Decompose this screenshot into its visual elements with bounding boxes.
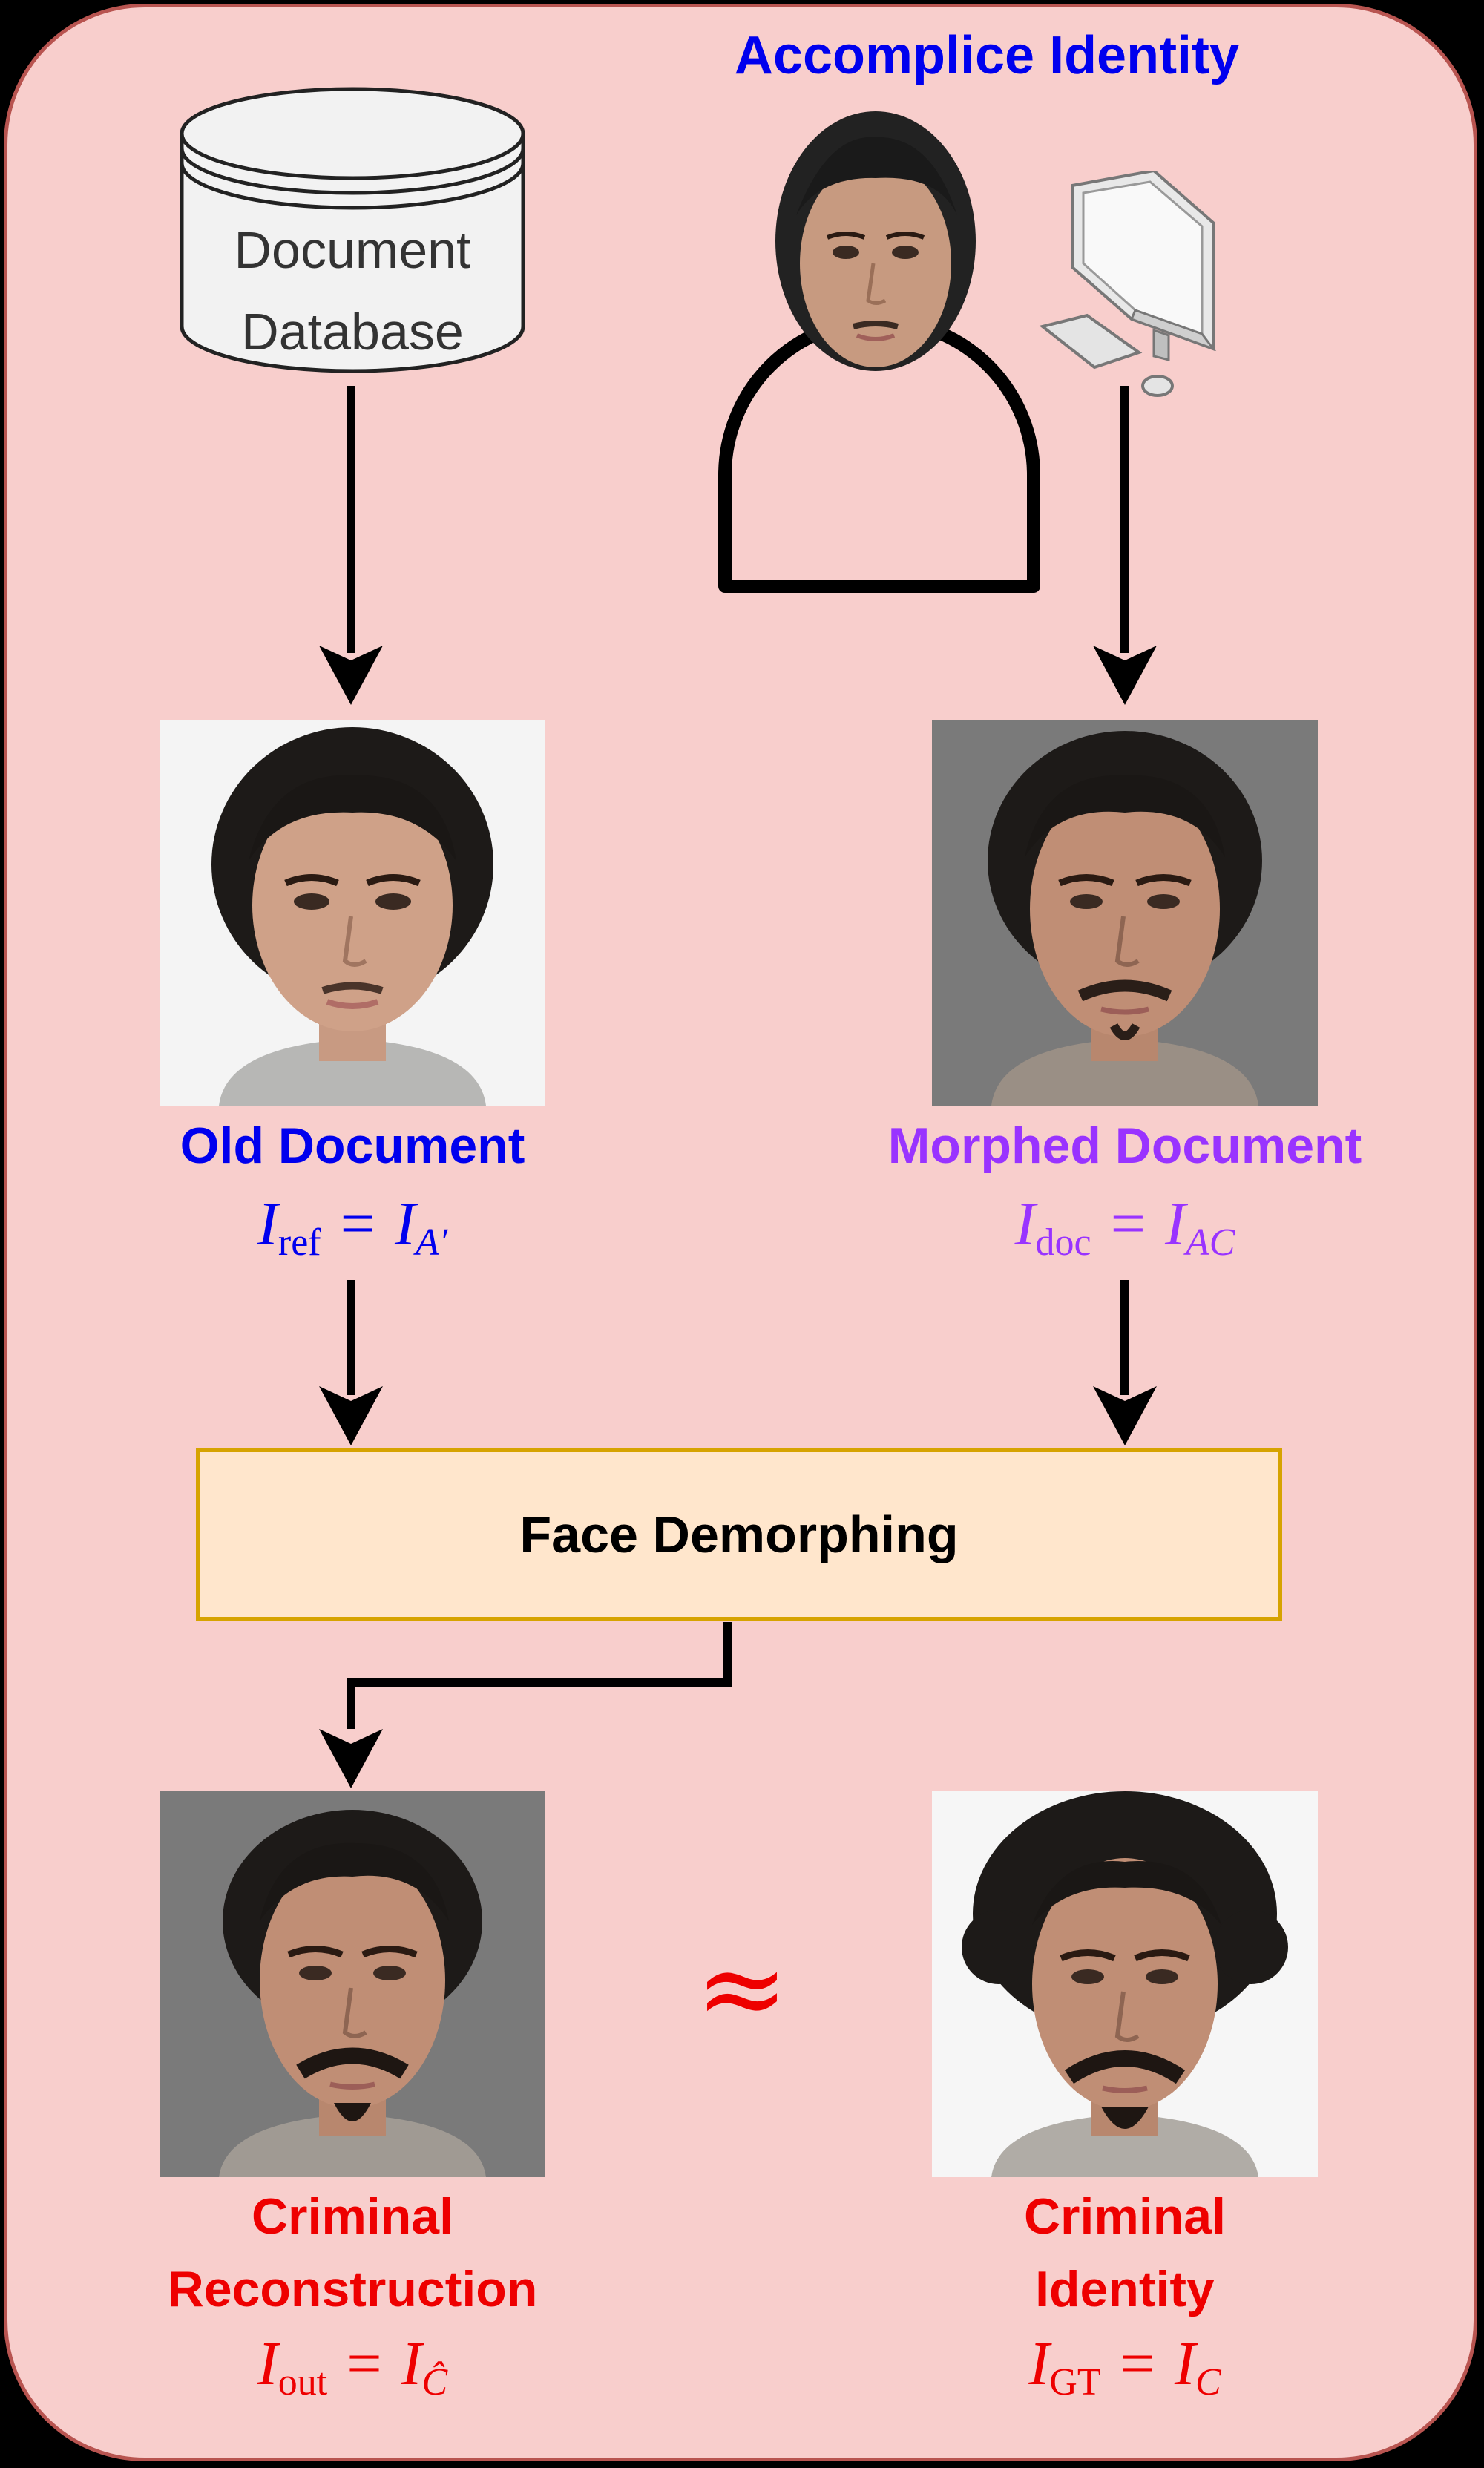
- old-document-photo: [160, 720, 545, 1106]
- person-icon: [718, 111, 1040, 593]
- criminal-reconstruction-label-line1: Criminal: [251, 2188, 454, 2245]
- criminal-identity-label-line1: Criminal: [1023, 2188, 1227, 2245]
- arrow-old-to-demorph: [319, 1280, 383, 1445]
- formula-rhs: I: [1175, 2329, 1195, 2398]
- formula-rhs-sub: C: [1195, 2361, 1221, 2403]
- morphed-document-label: Morphed Document: [887, 1118, 1362, 1174]
- database-label-line2: Database: [241, 303, 464, 361]
- formula-lhs-sub: out: [278, 2361, 328, 2403]
- morphed-document-formula: Idoc=IAC: [1014, 1189, 1235, 1264]
- criminal-identity-label-line2: Identity: [1035, 2261, 1215, 2317]
- accomplice-identity-label: Accomplice Identity: [734, 26, 1240, 85]
- criminal-reconstruction-photo: [160, 1791, 545, 2177]
- accomplice-face: [775, 111, 976, 371]
- formula-lhs: I: [257, 1189, 278, 1258]
- arrow-computer-to-morphed: [1093, 386, 1157, 705]
- formula-lhs-sub: ref: [278, 1221, 321, 1264]
- formula-lhs: I: [257, 2329, 278, 2398]
- criminal-reconstruction-formula: Iout=IĈ: [257, 2329, 448, 2403]
- morphed-document-photo: [932, 720, 1318, 1106]
- formula-rhs-sub: A′: [415, 1221, 448, 1264]
- formula-lhs: I: [1014, 1189, 1036, 1258]
- formula-rhs: I: [1165, 1189, 1186, 1258]
- formula-lhs-sub: doc: [1035, 1221, 1091, 1264]
- formula-rhs-sub: Ĉ: [421, 2361, 448, 2403]
- old-document-formula: Iref=IA′: [257, 1189, 448, 1264]
- approx-symbol: ≈: [695, 1924, 789, 2053]
- formula-rhs: I: [401, 2329, 422, 2398]
- arrow-morphed-to-demorph: [1093, 1280, 1157, 1445]
- arrow-database-to-old: [319, 386, 383, 705]
- computer-icon: [1039, 171, 1217, 397]
- face-demorphing-label: Face Demorphing: [519, 1506, 959, 1563]
- database-icon: [180, 87, 525, 373]
- criminal-reconstruction-label-line2: Reconstruction: [167, 2261, 538, 2317]
- criminal-identity-photo: [932, 1791, 1318, 2177]
- formula-rhs: I: [394, 1189, 416, 1258]
- old-document-label: Old Document: [180, 1118, 525, 1174]
- database-label-line1: Document: [234, 221, 471, 279]
- formula-rhs-sub: AC: [1185, 1221, 1235, 1264]
- face-demorphing-box: Face Demorphing: [196, 1448, 1282, 1621]
- formula-lhs: I: [1028, 2329, 1050, 2398]
- criminal-identity-formula: IGT=IC: [1028, 2329, 1221, 2403]
- arrow-demorph-to-reconstruction: [319, 1622, 732, 1788]
- formula-lhs-sub: GT: [1049, 2361, 1101, 2403]
